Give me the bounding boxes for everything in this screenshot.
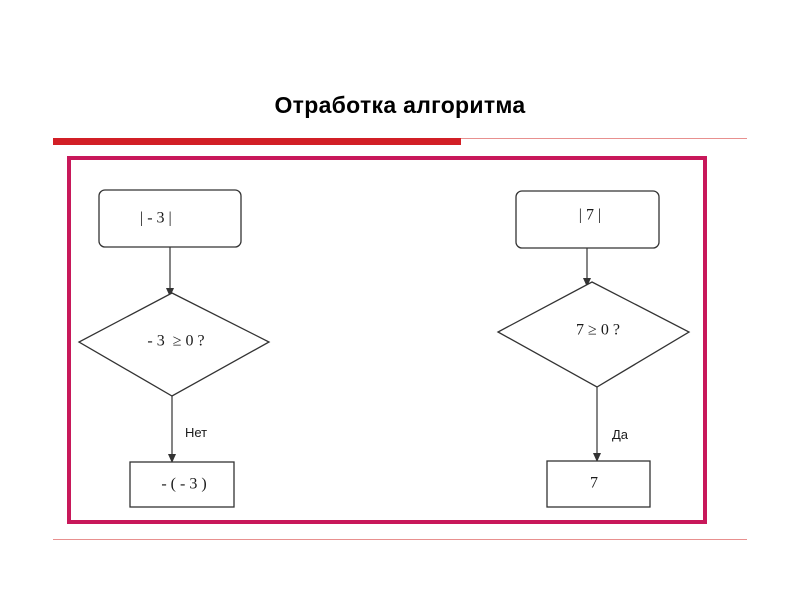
right-condition-label: 7 ≥ 0 ?	[576, 322, 620, 339]
left-edge-label: Нет	[185, 425, 207, 440]
footer-rule	[53, 539, 747, 540]
title-underline-accent	[53, 138, 461, 145]
left-result-box	[129, 461, 235, 508]
diagram-frame	[67, 156, 707, 524]
left-condition-label: - 3 ≥ 0 ?	[147, 333, 204, 350]
flowchart-left: | - 3 | - 3 ≥ 0 ? Нет - ( - 3 )	[77, 189, 271, 508]
right-edge-label: Да	[612, 427, 629, 442]
right-start-label: | 7 |	[579, 207, 601, 224]
right-result-label: 7	[590, 475, 598, 492]
slide-title: Отработка алгоритма	[274, 92, 526, 118]
flowchart-right: | 7 | 7 ≥ 0 ? Да 7	[496, 190, 691, 508]
left-result-label: - ( - 3 )	[161, 476, 206, 493]
left-start-label: | - 3 |	[140, 210, 172, 227]
right-result-box	[546, 460, 651, 508]
title-underline-thin	[461, 138, 747, 139]
